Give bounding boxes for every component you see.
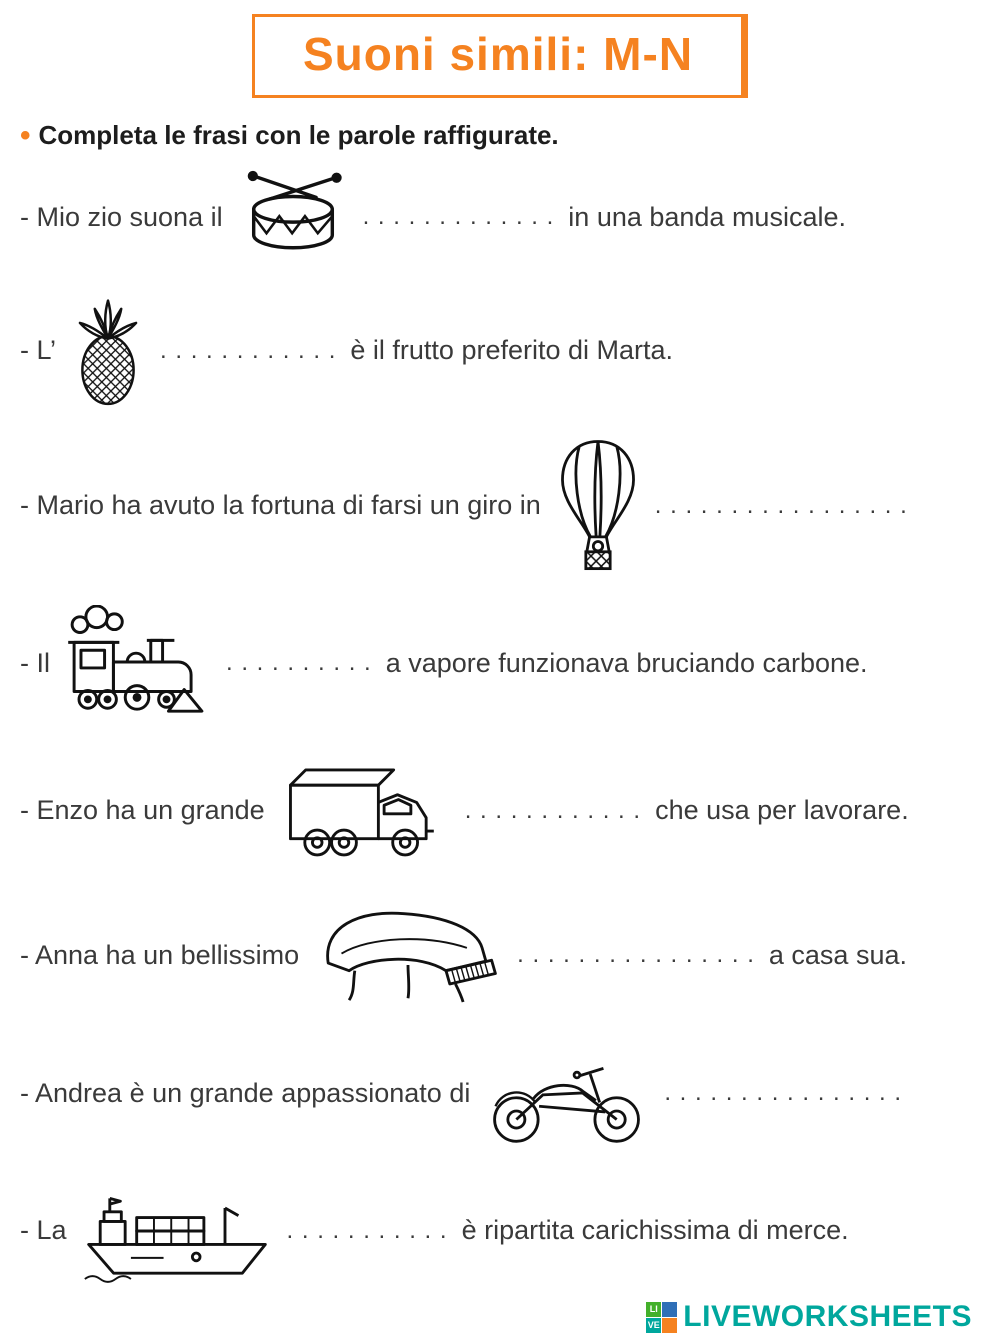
sentence-pre-text: - Mario ha avuto la fortuna di farsi un …: [20, 490, 541, 521]
sentence-post-text: è ripartita carichissima di merce.: [461, 1215, 849, 1246]
instruction-text: Completa le frasi con le parole raffigur…: [38, 120, 559, 150]
sentence-pre-text: - Anna ha un bellissimo: [20, 939, 300, 970]
sentence-post-text: che usa per lavorare.: [655, 795, 909, 826]
grand-piano-icon: [313, 900, 503, 1010]
sentence-list: - Mio zio suona il . . . . . . . . . . .…: [20, 155, 980, 1334]
sentence-row: - La: [20, 1177, 980, 1285]
sentence-row: - Mio zio suona il . . . . . . . . . . .…: [20, 170, 980, 264]
sentence-pre-text: - Il: [20, 647, 50, 678]
answer-blank[interactable]: . . . . . . . . . . . . .: [362, 203, 555, 231]
footer-logo[interactable]: LI VE LIVEWORKSHEETS: [646, 1300, 972, 1334]
answer-blank[interactable]: . . . . . . . . . .: [226, 649, 372, 677]
liveworksheets-logo-icon: LI VE: [646, 1301, 678, 1333]
sentence-row: - L’ . . . . . . . . . . . . è il frutto…: [20, 295, 980, 407]
drum-icon: [237, 170, 349, 264]
answer-blank[interactable]: . . . . . . . . . . . .: [464, 796, 642, 824]
cargo-ship-icon: [81, 1177, 273, 1285]
answer-blank[interactable]: . . . . . . . . . . . . . . . .: [664, 1079, 903, 1107]
worksheet-title: Suoni simili: M-N: [302, 28, 694, 80]
worksheet-title-box: Suoni simili: M-N: [251, 14, 749, 98]
sentence-pre-text: - La: [20, 1215, 67, 1246]
sentence-pre-text: - L’: [20, 335, 57, 366]
sentence-row: - Andrea è un grande appassionato di: [20, 1040, 980, 1146]
sentence-post-text: a casa sua.: [768, 939, 907, 970]
bullet-icon: •: [20, 118, 31, 152]
sentence-post-text: in una banda musicale.: [568, 201, 846, 232]
answer-blank[interactable]: . . . . . . . . . . . .: [160, 336, 337, 364]
instruction: • Completa le frasi con le parole raffig…: [20, 120, 980, 151]
sentence-row: - Enzo ha un grande . . . . . . . .: [20, 752, 980, 870]
sentence-pre-text: - Enzo ha un grande: [20, 795, 265, 826]
pineapple-icon: [70, 295, 146, 407]
sentence-row: - Anna ha un bellissimo: [20, 900, 980, 1010]
logo-cell-blue: [662, 1301, 678, 1317]
answer-blank[interactable]: . . . . . . . . . . . . . . . .: [517, 941, 755, 969]
sentence-post-text: a vapore funzionava bruciando carbone.: [385, 647, 868, 678]
truck-icon: [279, 752, 451, 870]
motorcycle-icon: [484, 1040, 650, 1146]
answer-blank[interactable]: . . . . . . . . . . . . . . . . .: [654, 491, 908, 519]
sentence-pre-text: - Andrea è un grande appassionato di: [20, 1077, 471, 1108]
logo-cell-li: LI: [646, 1301, 662, 1317]
sentence-row: - Il: [20, 605, 980, 721]
sentence-row: - Mario ha avuto la fortuna di farsi un …: [20, 437, 980, 575]
steam-locomotive-icon: [64, 605, 212, 721]
liveworksheets-logo-text: LIVEWORKSHEETS: [683, 1300, 972, 1333]
sentence-post-text: è il frutto preferito di Marta.: [350, 335, 674, 366]
hot-air-balloon-icon: [555, 437, 641, 575]
logo-cell-orange: [662, 1317, 678, 1333]
logo-cell-ve: VE: [646, 1317, 662, 1333]
sentence-pre-text: - Mio zio suona il: [20, 201, 223, 232]
answer-blank[interactable]: . . . . . . . . . . .: [286, 1216, 448, 1244]
